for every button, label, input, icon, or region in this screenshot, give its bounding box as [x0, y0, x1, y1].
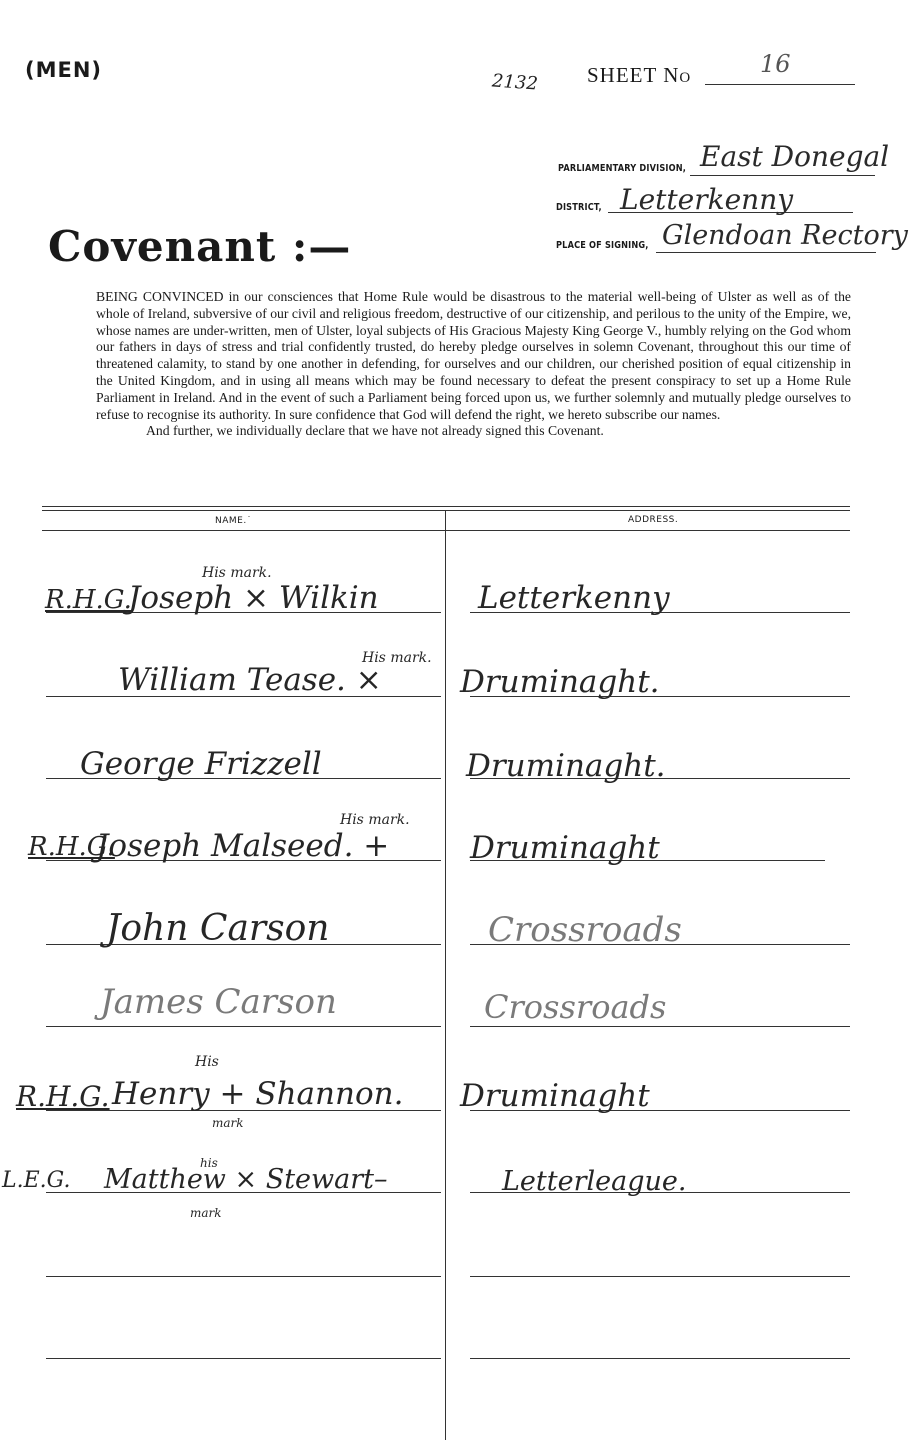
row-line	[46, 778, 441, 779]
signature-address: Druminaght.	[460, 664, 660, 700]
mark-note: mark	[212, 1116, 244, 1130]
signature-name: Joseph × Wilkin	[128, 580, 379, 616]
covenant-title: Covenant :—	[48, 222, 352, 271]
signature-name: James Carson	[100, 982, 337, 1022]
row-line	[470, 944, 850, 945]
mark-note: mark	[190, 1206, 222, 1220]
signature-address: Druminaght	[460, 1078, 650, 1114]
table-top-rule	[42, 506, 850, 507]
mark-note: His mark.	[340, 812, 410, 828]
row-line	[46, 1276, 441, 1277]
row-line	[470, 1110, 850, 1111]
row-line	[470, 1192, 850, 1193]
signature-address: Letterleague.	[502, 1166, 687, 1197]
mark-note: His	[195, 1054, 219, 1070]
sheet-number-line	[705, 84, 855, 85]
signature-name: John Carson	[106, 908, 330, 949]
place-line	[656, 252, 876, 253]
signature-prefix: R.H.G.	[45, 585, 132, 615]
row-line	[470, 1026, 850, 1027]
row-line	[46, 944, 441, 945]
table-top-rule-inner	[42, 510, 850, 511]
signature-prefix: L.E.G.	[2, 1168, 71, 1193]
row-line	[46, 860, 441, 861]
row-line	[470, 860, 825, 861]
row-line	[470, 1358, 850, 1359]
row-line	[470, 1276, 850, 1277]
place-value: Glendoan Rectory	[662, 220, 908, 251]
signature-address: Crossroads	[488, 910, 682, 950]
signature-address: Druminaght.	[466, 748, 666, 784]
reference-number: 2132	[491, 70, 539, 95]
signature-address: Druminaght	[470, 830, 660, 866]
district-value: Letterkenny	[620, 183, 794, 216]
row-line	[46, 1358, 441, 1359]
signature-address: Crossroads	[484, 988, 667, 1026]
signature-address: Letterkenny	[478, 580, 670, 616]
mark-note: his	[200, 1156, 218, 1170]
signature-name: Henry + Shannon.	[112, 1076, 404, 1112]
division-value: East Donegal	[700, 140, 890, 173]
division-label: PARLIAMENTARY DIVISION,	[558, 163, 687, 174]
signature-prefix: R.H.G.	[28, 832, 115, 862]
row-line	[470, 612, 850, 613]
row-line	[46, 1110, 441, 1111]
mark-note: His mark.	[362, 650, 432, 666]
column-header-name: NAME.˙	[215, 516, 252, 526]
column-divider	[445, 510, 446, 1440]
covenant-paragraph: BEING CONVINCED in our consciences that …	[96, 289, 851, 422]
row-line	[46, 696, 441, 697]
place-label: PLACE OF SIGNING,	[556, 240, 649, 251]
division-line	[690, 175, 875, 176]
row-line	[46, 1026, 441, 1027]
row-line	[46, 612, 441, 613]
covenant-text-block: BEING CONVINCED in our consciences that …	[96, 289, 851, 440]
row-line	[470, 778, 850, 779]
sheet-label: SHEET No	[587, 63, 692, 87]
header-rule	[42, 530, 850, 531]
signature-name: George Frizzell	[80, 746, 322, 782]
sheet-number: 16	[760, 50, 791, 78]
district-label: DISTRICT,	[556, 202, 602, 213]
district-line	[608, 212, 853, 213]
category-label: (MEN)	[25, 58, 103, 82]
signature-name: William Tease. ×	[118, 662, 382, 698]
row-line	[470, 696, 850, 697]
signature-prefix: R.H.G.	[16, 1080, 110, 1113]
signature-name: Joseph Malseed. +	[96, 828, 390, 864]
row-line	[46, 1192, 441, 1193]
mark-note: His mark.	[202, 565, 272, 581]
covenant-declaration: And further, we individually declare tha…	[146, 423, 604, 439]
column-header-address: ADDRESS.	[628, 515, 679, 525]
signature-name: Matthew × Stewart–	[104, 1164, 388, 1195]
